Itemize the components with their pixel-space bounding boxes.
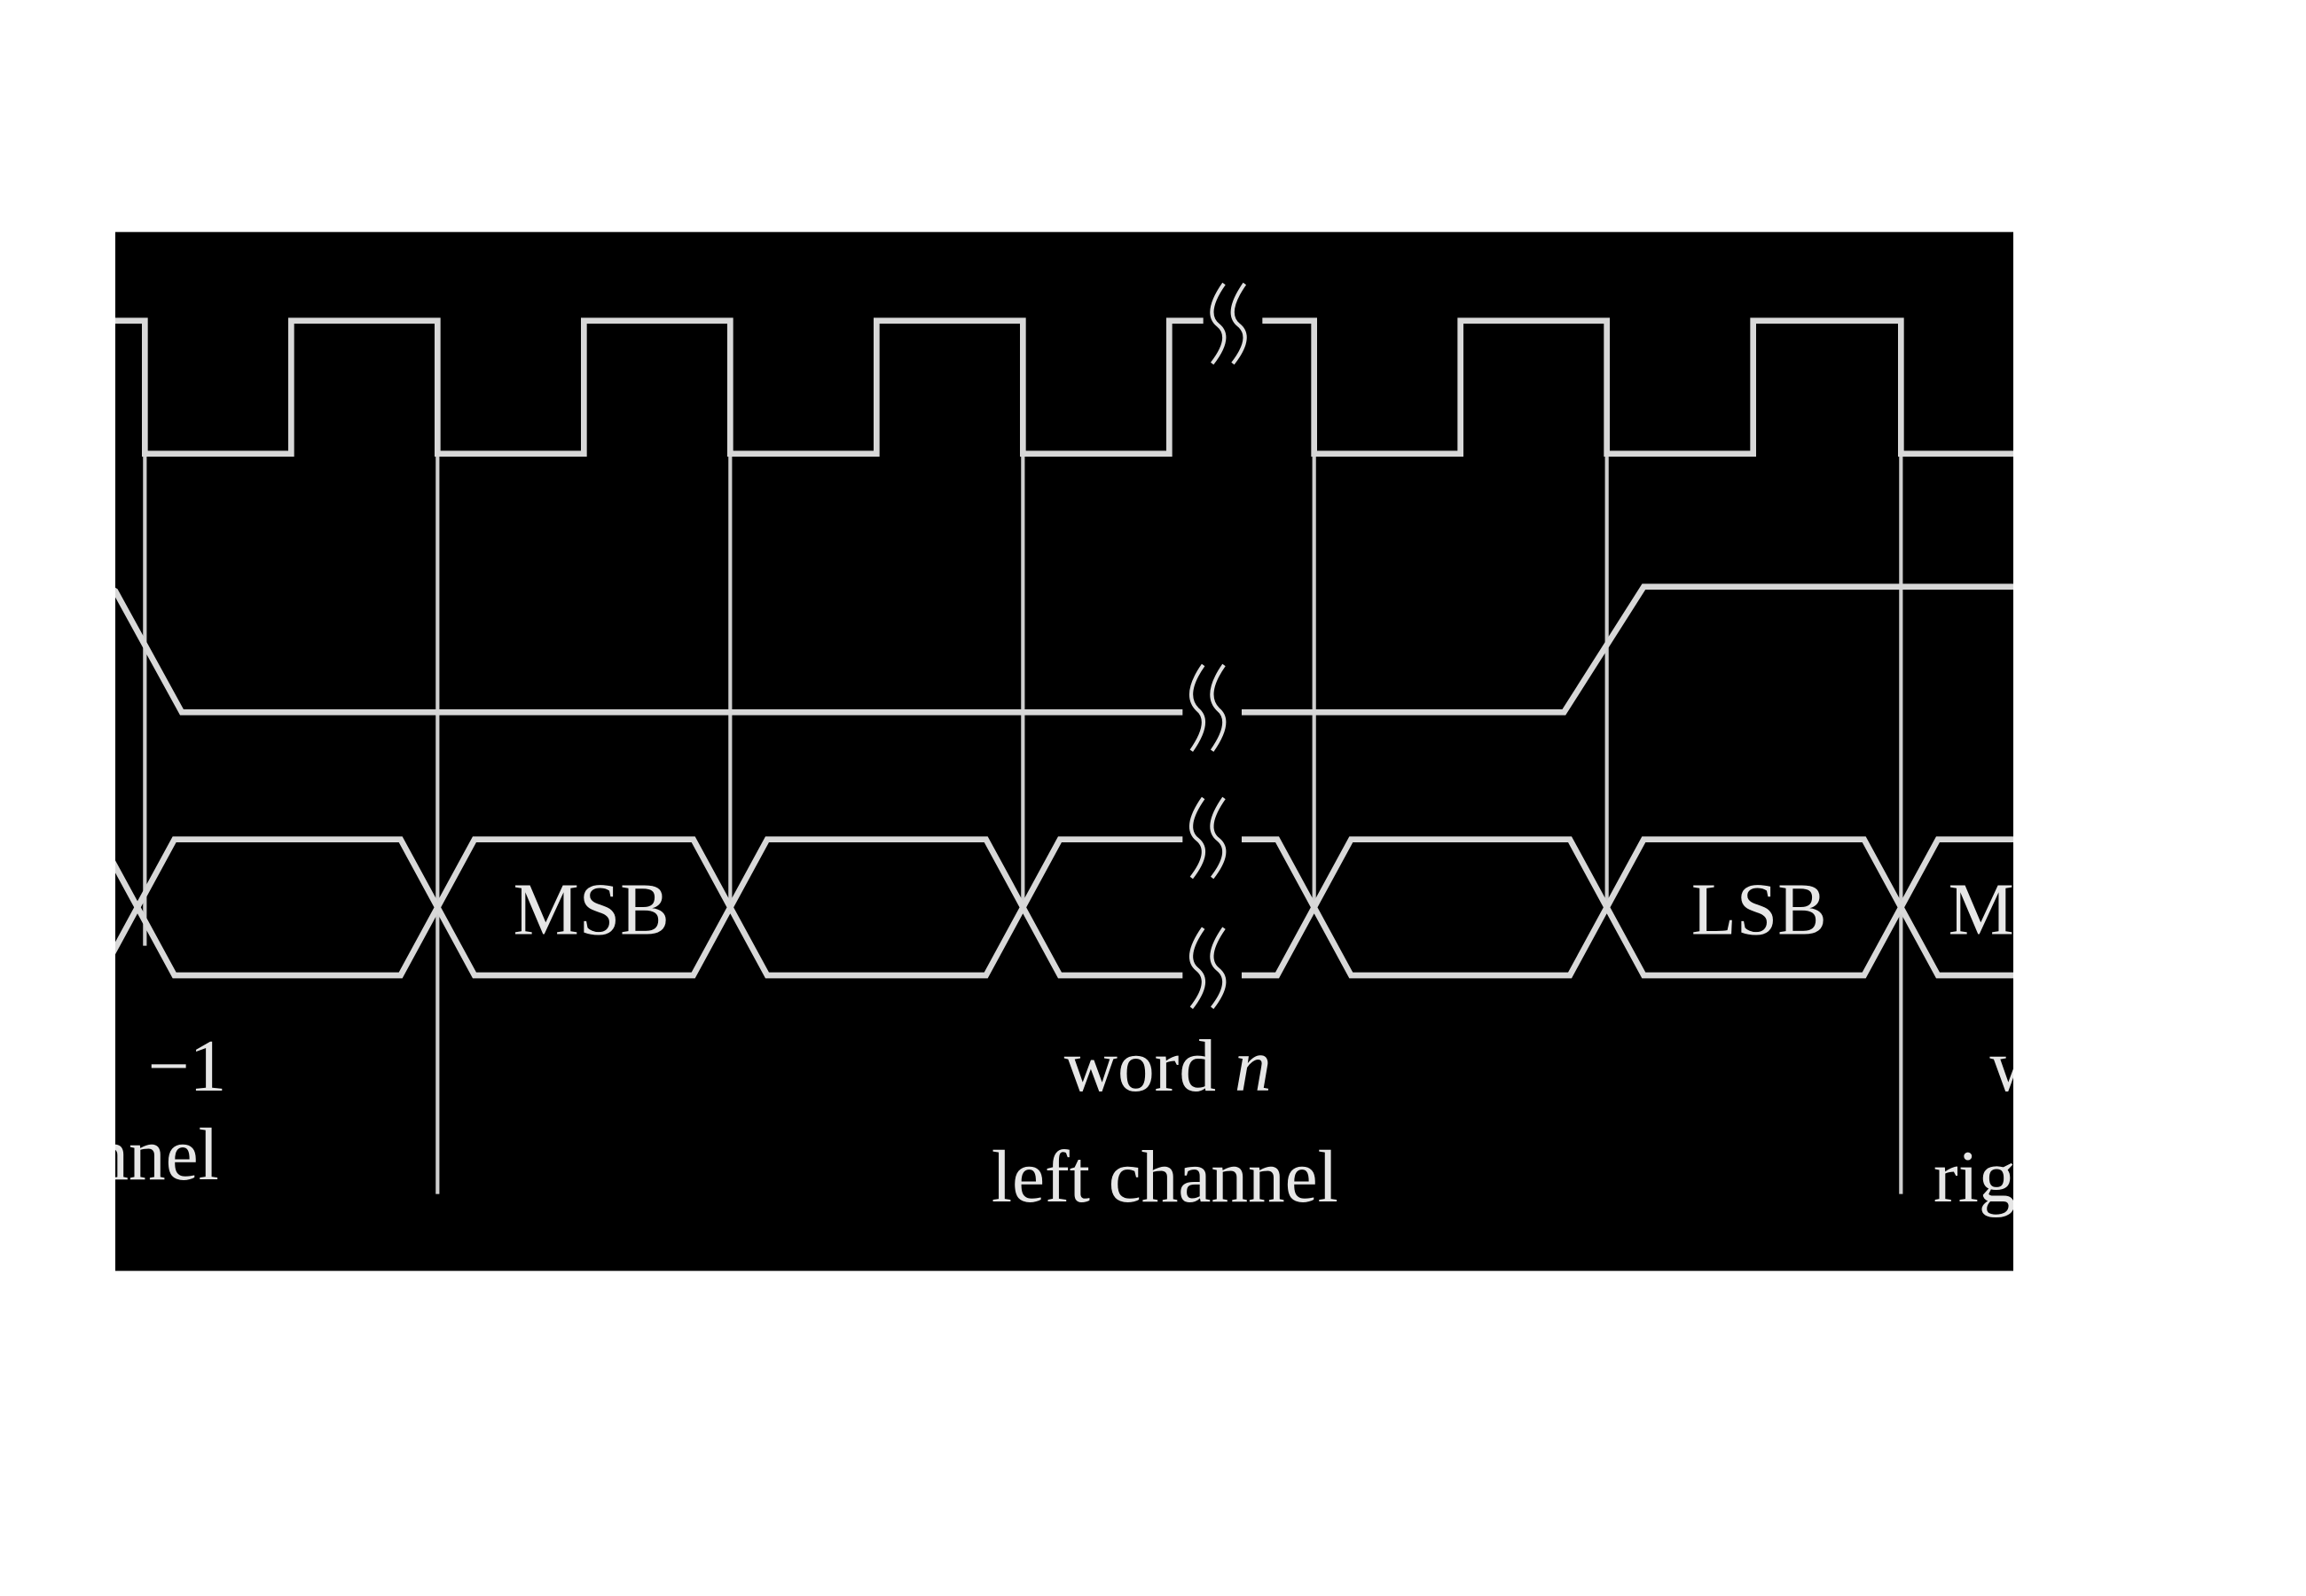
word-select-signal xyxy=(115,583,2013,716)
next-word-label-line1: w xyxy=(1989,1026,2043,1107)
word-n-label: word n xyxy=(1064,1026,1272,1107)
bit-clock-signal xyxy=(115,317,2013,457)
lsb-label: LSB xyxy=(1691,869,1827,951)
break-marks xyxy=(1182,280,1263,1014)
next-word-label-line2: rig xyxy=(1933,1137,2016,1218)
prev-word-label-line1: −1 xyxy=(148,1026,227,1107)
next-msb-label: M xyxy=(1949,869,2014,951)
msb-label: MSB xyxy=(514,869,670,951)
diagram-background xyxy=(115,231,2013,1271)
left-channel-label: left channel xyxy=(992,1137,1338,1218)
prev-word-label-line2: nnel xyxy=(91,1115,218,1196)
reference-lines xyxy=(143,320,1903,1194)
data-signal xyxy=(115,836,2013,979)
